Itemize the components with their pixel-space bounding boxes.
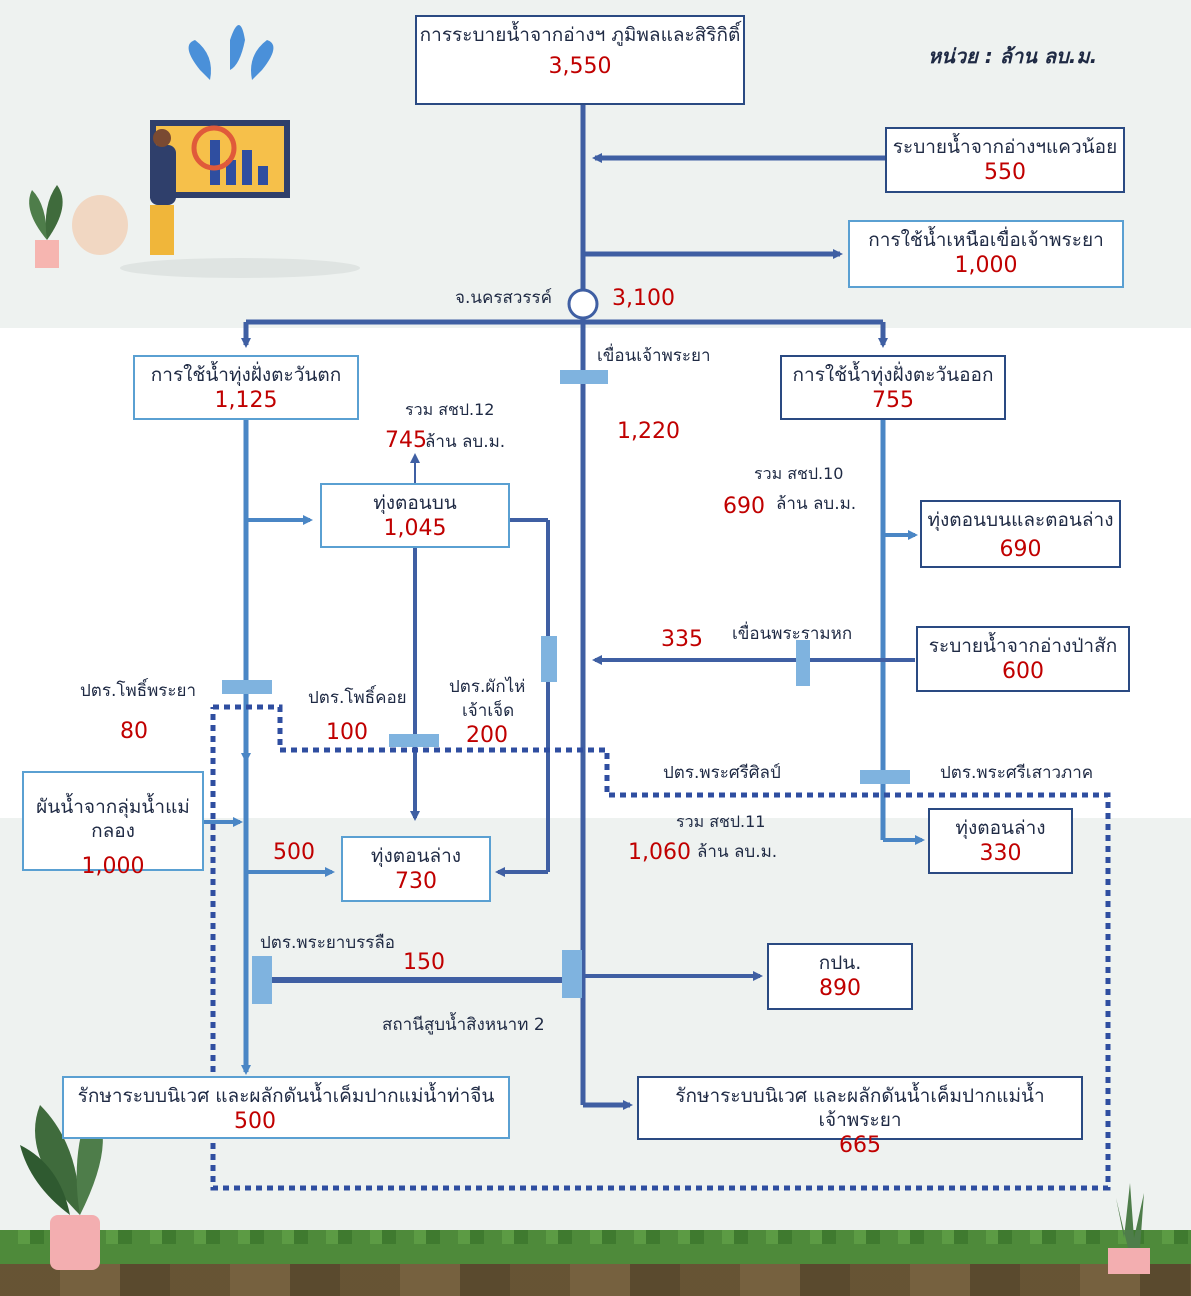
phra-sri-saowaphak-label: ปตร.พระศรีเสาวภาค — [940, 763, 1094, 783]
dam-flow-value: 1,220 — [617, 419, 680, 444]
mae-klong-title: ผันน้ำจากลุ่มน้ำแม่กลอง — [36, 796, 190, 842]
upper-west-fields-box: ทุ่งตอนบน 1,045 — [320, 483, 510, 548]
total12-label: รวม สชป.12 — [405, 400, 495, 419]
phak-hai-label-1: ปตร.ผักไห่ — [449, 677, 526, 697]
chao-phraya-eco-value: 665 — [839, 1133, 881, 1158]
banlue-value: 150 — [403, 950, 445, 975]
bhumibol-release-title: การระบายน้ำจากอ่างฯ ภูมิพลและสิริกิติ์ — [419, 24, 741, 46]
upper-lower-east-title: ทุ่งตอนบนและตอนล่าง — [927, 509, 1114, 531]
nakhon-sawan-value: 3,100 — [612, 286, 675, 311]
ground-illustration — [0, 1230, 1191, 1296]
phak-hai-value: 200 — [466, 723, 508, 748]
kwae-noi-title: ระบายน้ำจากอ่างฯแควน้อย — [892, 136, 1118, 158]
lower-west-value: 730 — [395, 869, 437, 894]
total12-unit: ล้าน ลบ.ม. — [425, 432, 506, 452]
east-fields-value: 755 — [872, 388, 914, 413]
total11-value: 1,060 — [628, 840, 691, 865]
west-fields-value: 1,125 — [214, 388, 278, 413]
chao-phraya-eco-title: รักษาระบบนิเวศ และผลักดันน้ำเค็มปากแม่น้… — [675, 1085, 1045, 1131]
west-fields-box: การใช้น้ำทุ่งฝั่งตะวันตก 1,125 — [133, 355, 359, 420]
east-fields-title: การใช้น้ำทุ่งฝั่งตะวันออก — [792, 364, 994, 386]
bhumibol-release-box: การระบายน้ำจากอ่างฯ ภูมิพลและสิริกิติ์ 3… — [415, 15, 745, 105]
above-dam-value: 1,000 — [954, 253, 1018, 278]
west-fields-title: การใช้น้ำทุ่งฝั่งตะวันตก — [150, 364, 342, 386]
above-dam-title: การใช้น้ำเหนือเขื่อเจ้าพระยา — [868, 229, 1104, 251]
above-dam-use-box: การใช้น้ำเหนือเขื่อเจ้าพระยา 1,000 — [848, 220, 1124, 288]
phra-sri-sin-label: ปตร.พระศรีศิลป์ — [663, 763, 781, 783]
chao-phraya-dam-label: เขื่อนเจ้าพระยา — [597, 346, 711, 366]
pasak-release-box: ระบายน้ำจากอ่างป่าสัก 600 — [916, 626, 1130, 692]
rama6-dam-label: เขื่อนพระรามหก — [732, 624, 853, 644]
mwa-value: 890 — [819, 976, 861, 1001]
total11-label: รวม สชป.11 — [676, 812, 766, 831]
lower-background — [0, 818, 1191, 1248]
mwa-title: กปน. — [818, 952, 862, 974]
tha-chin-ecosystem-box: รักษาระบบนิเวศ และผลักดันน้ำเค็มปากแม่น้… — [62, 1076, 510, 1139]
unit-label: หน่วย : ล้าน ลบ.ม. — [928, 44, 1098, 68]
pho-phraya-label: ปตร.โพธิ์พระยา — [80, 681, 197, 701]
total10-unit: ล้าน ลบ.ม. — [776, 494, 857, 514]
phraya-banlue-label: ปตร.พระยาบรรลือ — [260, 933, 396, 953]
lower-west-fields-box: ทุ่งตอนล่าง 730 — [341, 836, 491, 902]
tha-chin-value: 500 — [234, 1109, 276, 1134]
kwae-noi-release-box: ระบายน้ำจากอ่างฯแควน้อย 550 — [885, 127, 1125, 193]
pho-phraya-value: 80 — [120, 719, 148, 744]
kwae-noi-value: 550 — [984, 160, 1026, 185]
rama6-value: 335 — [661, 627, 703, 652]
upper-lower-east-box: ทุ่งตอนบนและตอนล่าง 690 — [920, 500, 1121, 568]
upper-west-title: ทุ่งตอนบน — [373, 492, 457, 514]
mae-klong-to-lower-value: 500 — [273, 840, 315, 865]
mae-klong-value: 1,000 — [81, 854, 145, 879]
lower-east-title: ทุ่งตอนล่าง — [955, 817, 1046, 839]
mae-klong-diversion-box: ผันน้ำจากลุ่มน้ำแม่กลอง 1,000 — [22, 771, 204, 879]
pasak-value: 600 — [1002, 659, 1044, 684]
total10-label: รวม สชป.10 — [754, 464, 844, 483]
pasak-title: ระบายน้ำจากอ่างป่าสัก — [928, 635, 1118, 657]
pump-station-label: สถานีสูบน้ำสิงหนาท 2 — [382, 1015, 545, 1035]
pho-koi-label: ปตร.โพธิ์คอย — [308, 688, 407, 708]
total11-unit: ล้าน ลบ.ม. — [697, 842, 778, 862]
bhumibol-release-value: 3,550 — [548, 54, 612, 79]
analyst-illustration — [29, 25, 360, 278]
nakhon-sawan-label: จ.นครสวรรค์ — [455, 288, 553, 308]
region-11-boundary — [210, 704, 1111, 1191]
pho-koi-value: 100 — [326, 720, 368, 745]
total12-value: 745 — [385, 428, 427, 453]
east-fields-box: การใช้น้ำทุ่งฝั่งตะวันออก 755 — [780, 355, 1006, 420]
chao-phraya-ecosystem-box: รักษาระบบนิเวศ และผลักดันน้ำเค็มปากแม่น้… — [637, 1076, 1083, 1158]
tha-chin-title: รักษาระบบนิเวศ และผลักดันน้ำเค็มปากแม่น้… — [77, 1085, 495, 1107]
phak-hai-label-2: เจ้าเจ็ด — [462, 701, 515, 721]
lower-west-title: ทุ่งตอนล่าง — [370, 845, 462, 867]
lower-east-value: 330 — [979, 841, 1022, 866]
mwa-box: กปน. 890 — [767, 943, 913, 1010]
lower-east-fields-box: ทุ่งตอนล่าง 330 — [928, 808, 1073, 874]
total10-value: 690 — [723, 494, 765, 519]
upper-lower-east-value: 690 — [999, 537, 1042, 562]
upper-west-value: 1,045 — [383, 516, 447, 541]
